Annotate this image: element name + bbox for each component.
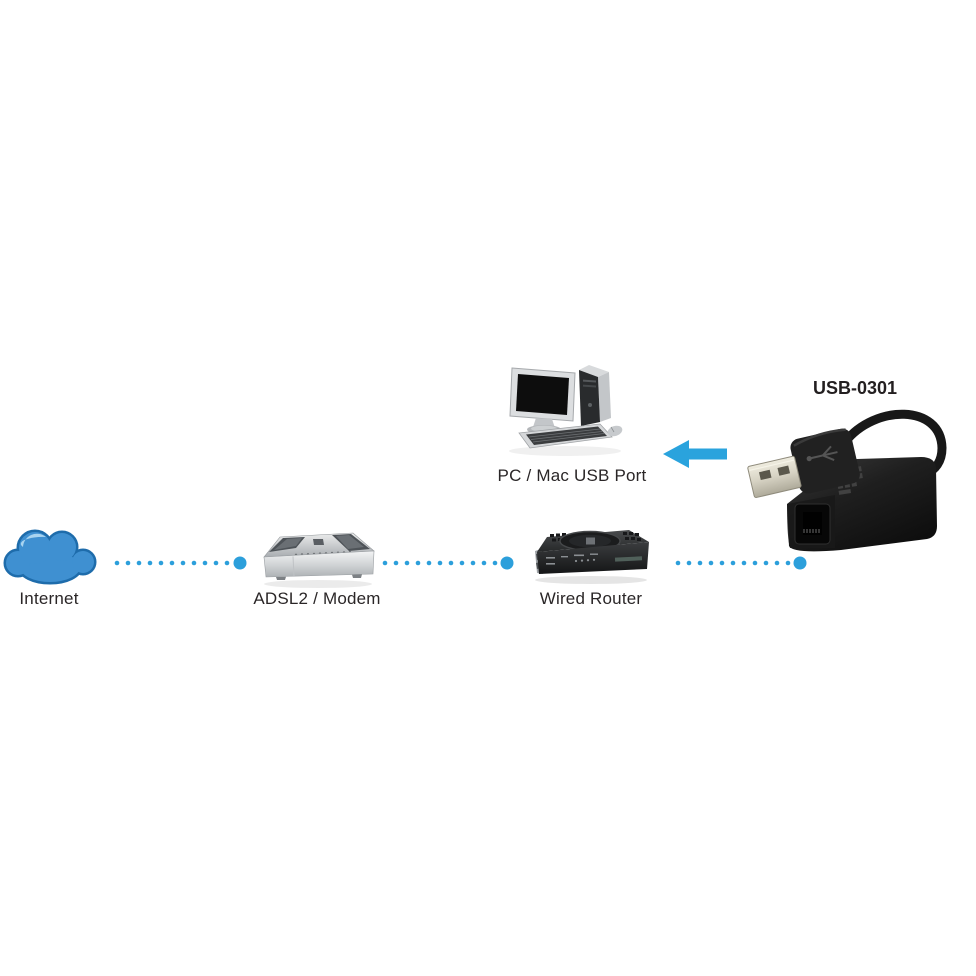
- pc-label: PC / Mac USB Port: [497, 466, 647, 485]
- router-label: Wired Router: [539, 589, 643, 608]
- computer-icon: [509, 365, 623, 456]
- router-icon: [535, 530, 649, 584]
- dotted-connector-router-adapter: [675, 556, 807, 570]
- dotted-connector-modem-router: [382, 556, 514, 570]
- left-arrow-icon: [663, 440, 727, 468]
- modem-icon: [263, 532, 375, 588]
- internet-label: Internet: [19, 589, 79, 608]
- modem-label: ADSL2 / Modem: [253, 589, 381, 608]
- dotted-connector-internet-modem: [114, 556, 247, 570]
- adapter-model-label: USB-0301: [812, 378, 898, 398]
- internet-cloud-icon: [3, 529, 97, 585]
- usb-adapter-icon: [747, 409, 947, 552]
